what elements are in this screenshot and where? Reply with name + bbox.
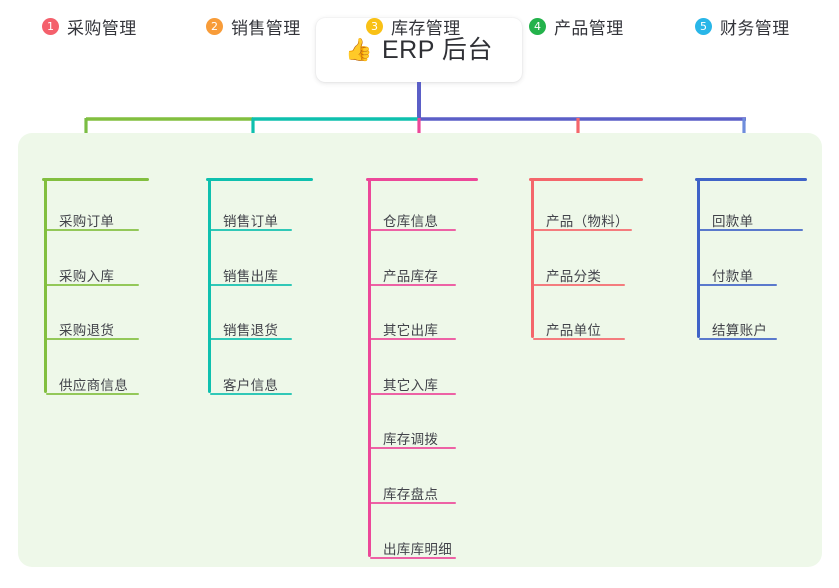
leaf-item[interactable]: 产品分类 <box>546 268 602 284</box>
leaf-rule <box>370 502 456 504</box>
leaf-item[interactable]: 采购订单 <box>59 214 115 229</box>
column-header-4[interactable]: 4 产品管理 <box>529 14 624 39</box>
leaf-item[interactable]: 出库库明细 <box>383 541 452 557</box>
leaf-item[interactable]: 产品库存 <box>383 268 439 284</box>
leaf-rule <box>370 556 456 559</box>
column-header-rule-4 <box>529 178 643 181</box>
leaf-rule <box>210 229 292 231</box>
column-badge-4: 4 <box>529 18 546 35</box>
leaf-item[interactable]: 采购入库 <box>59 268 115 284</box>
column-header-5[interactable]: 5 财务管理 <box>695 14 790 39</box>
root-title-label: ERP 后台 <box>382 35 493 64</box>
leaf-item[interactable]: 其它入库 <box>383 377 439 393</box>
leaf-rule <box>370 447 456 450</box>
leaf-rule <box>210 283 292 286</box>
root-node[interactable]: 👍 ERP 后台 <box>316 18 522 82</box>
leaf-rule <box>533 229 632 231</box>
leaf-rule <box>210 338 292 341</box>
column-title-1: 采购管理 <box>67 19 137 38</box>
leaf-item[interactable]: 库存调拨 <box>383 432 439 448</box>
column-stem-4 <box>531 178 534 339</box>
column-badge-1: 1 <box>42 18 59 35</box>
leaf-rule <box>699 338 777 341</box>
column-title-5: 财务管理 <box>720 19 790 38</box>
leaf-item[interactable]: 其它出库 <box>383 323 439 339</box>
leaf-rule <box>370 338 456 341</box>
leaf-item[interactable]: 库存盘点 <box>383 487 439 502</box>
column-stem-1 <box>44 178 47 393</box>
column-badge-2: 2 <box>206 18 223 35</box>
column-header-rule-1 <box>42 178 149 181</box>
leaf-item[interactable]: 回款单 <box>712 214 754 229</box>
column-header-rule-2 <box>206 178 313 181</box>
column-header-rule-3 <box>366 178 478 181</box>
leaf-rule <box>699 283 777 286</box>
leaf-rule <box>370 392 456 395</box>
leaf-rule <box>370 229 456 231</box>
leaf-rule <box>46 392 139 395</box>
column-header-1[interactable]: 1 采购管理 <box>42 14 137 39</box>
column-header-2[interactable]: 2 销售管理 <box>206 14 301 39</box>
leaf-rule <box>370 283 456 286</box>
leaf-rule <box>46 283 139 286</box>
diagram-panel <box>18 133 822 567</box>
thumbs-up-icon: 👍 <box>345 37 373 62</box>
leaf-item[interactable]: 结算账户 <box>712 323 768 339</box>
leaf-item[interactable]: 产品（物料） <box>546 214 629 229</box>
column-badge-5: 5 <box>695 18 712 35</box>
column-title-3: 库存管理 <box>391 19 461 38</box>
column-stem-5 <box>697 178 700 339</box>
leaf-rule <box>533 283 625 286</box>
column-title-4: 产品管理 <box>554 19 624 38</box>
column-header-rule-5 <box>695 178 807 181</box>
root-title: 👍 ERP 后台 <box>345 35 493 64</box>
column-stem-2 <box>208 178 211 393</box>
leaf-rule <box>46 229 139 231</box>
leaf-item[interactable]: 客户信息 <box>223 377 279 393</box>
leaf-item[interactable]: 供应商信息 <box>59 377 128 393</box>
leaf-item[interactable]: 销售退货 <box>223 323 279 339</box>
leaf-item[interactable]: 销售出库 <box>223 268 279 284</box>
leaf-item[interactable]: 产品单位 <box>546 323 602 339</box>
leaf-rule <box>699 229 803 231</box>
column-stem-3 <box>368 178 371 557</box>
leaf-item[interactable]: 付款单 <box>712 268 754 284</box>
column-title-2: 销售管理 <box>231 19 301 38</box>
leaf-rule <box>533 338 625 341</box>
leaf-item[interactable]: 销售订单 <box>223 214 279 229</box>
leaf-item[interactable]: 仓库信息 <box>383 214 439 229</box>
leaf-rule <box>46 338 139 341</box>
leaf-rule <box>210 392 292 395</box>
column-header-3[interactable]: 3 库存管理 <box>366 14 461 39</box>
column-badge-3: 3 <box>366 18 383 35</box>
leaf-item[interactable]: 采购退货 <box>59 323 115 339</box>
